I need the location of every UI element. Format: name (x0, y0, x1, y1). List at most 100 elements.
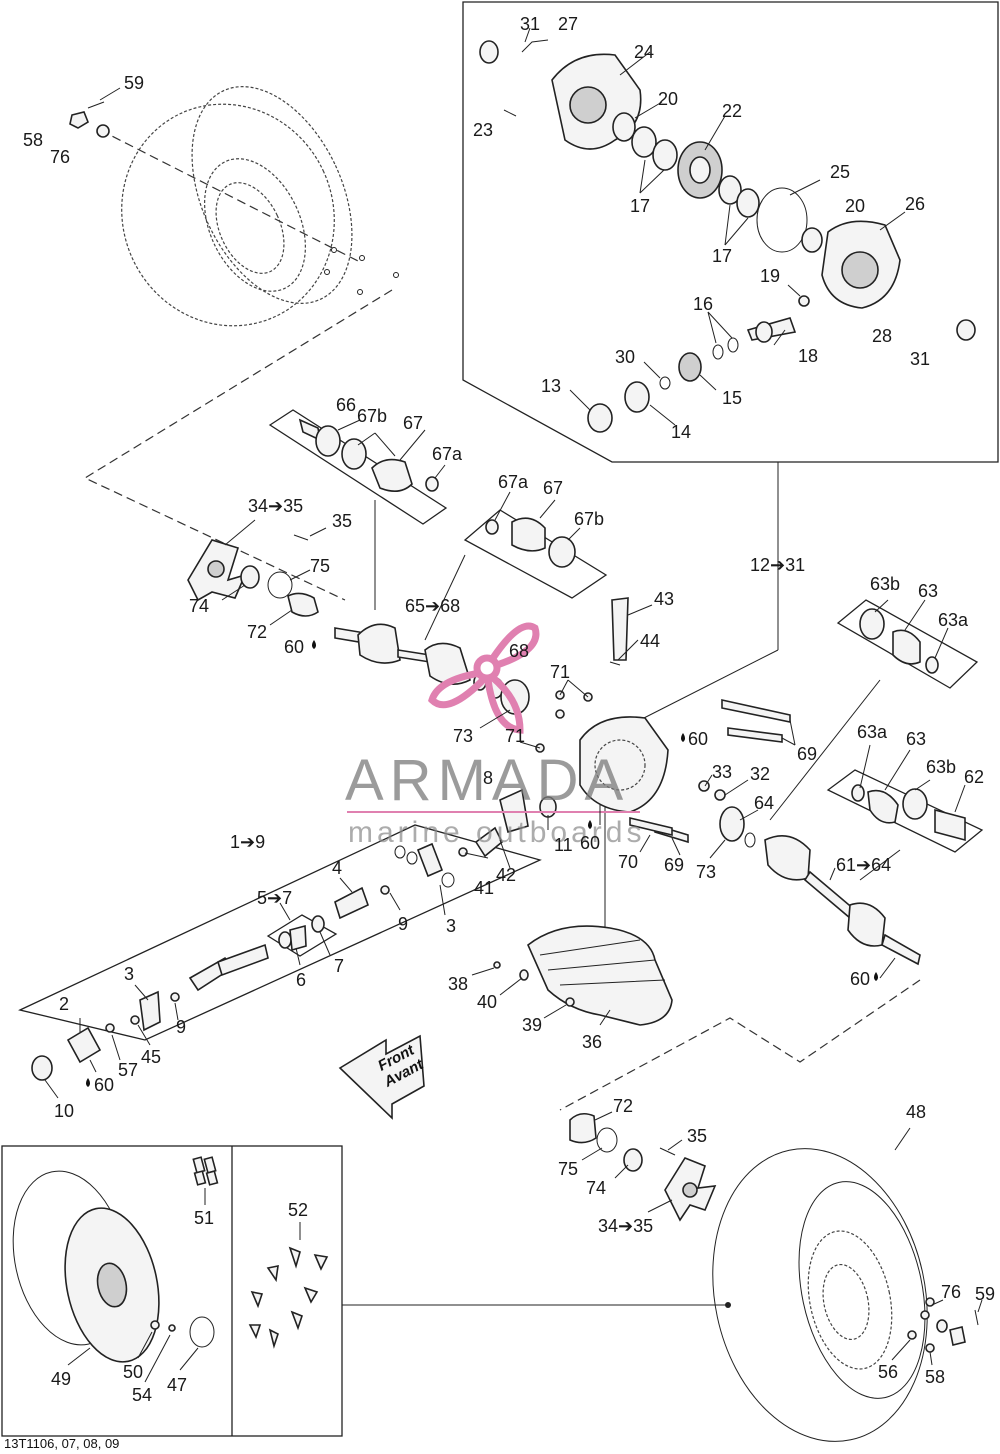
callout-67a: 67a (432, 444, 463, 464)
callout-67a: 67a (498, 472, 529, 492)
kit-bracket-66-67 (268, 409, 448, 525)
callout-76: 76 (941, 1282, 961, 1302)
callout-19: 19 (760, 266, 780, 286)
callout-40: 40 (477, 992, 497, 1012)
callout-60: 60 (580, 833, 600, 853)
callout-75: 75 (310, 556, 330, 576)
callout-1-9: 1➔9 (230, 832, 265, 852)
callout-8: 8 (483, 768, 493, 788)
callout-67b: 67b (574, 509, 604, 529)
callout-16: 16 (693, 294, 713, 314)
differential-inset-frame (462, 1, 999, 463)
callout-58: 58 (925, 1367, 945, 1387)
callout-74: 74 (189, 596, 209, 616)
differential-housing (821, 220, 901, 309)
callout-36: 36 (582, 1032, 602, 1052)
armada-watermark: ARMADA marine outboards (345, 622, 645, 849)
callout-50: 50 (123, 1362, 143, 1382)
callout-57: 57 (118, 1060, 138, 1080)
oil-drop-icon (874, 972, 878, 981)
callout-13: 13 (541, 376, 561, 396)
callout-27: 27 (558, 14, 578, 34)
lug-nut-top (69, 101, 110, 138)
callout-9: 9 (176, 1017, 186, 1037)
callout-63b: 63b (870, 574, 900, 594)
callout-11: 11 (554, 835, 573, 855)
callout-20: 20 (658, 89, 678, 109)
callout-35: 35 (332, 511, 352, 531)
callout-38: 38 (448, 974, 468, 994)
callout-47: 47 (167, 1375, 187, 1395)
wheel-clips (248, 1246, 329, 1349)
callout-60: 60 (284, 637, 304, 657)
callout-74: 74 (586, 1178, 606, 1198)
kit-bracket-5-7 (266, 914, 338, 957)
wheel-inset-frame (1, 1145, 343, 1437)
callout-17: 17 (712, 246, 732, 266)
callout-12-31: 12➔31 (750, 555, 805, 575)
callout-5-7: 5➔7 (257, 888, 292, 908)
callout-9: 9 (398, 914, 408, 934)
flange-right (664, 1157, 717, 1222)
callout-31: 31 (910, 349, 930, 369)
callout-15: 15 (722, 388, 742, 408)
callout-59: 59 (124, 73, 144, 93)
callout-73: 73 (453, 726, 473, 746)
diagram-reference-code: 13T1106, 07, 08, 09 (4, 1436, 119, 1451)
callout-4: 4 (332, 858, 342, 878)
oil-drop-icon (312, 640, 316, 649)
callout-30: 30 (615, 347, 635, 367)
callout-73: 73 (696, 862, 716, 882)
callout-43: 43 (654, 589, 674, 609)
callout-63b: 63b (926, 757, 956, 777)
kit-bracket-63-62 (826, 769, 984, 853)
rear-differential-gearbox (579, 716, 669, 813)
callout-61-64: 61➔64 (836, 855, 891, 875)
callout-66: 66 (336, 395, 356, 415)
callout-20: 20 (845, 196, 865, 216)
callout-63a: 63a (857, 722, 888, 742)
watermark-tagline: marine outboards (348, 816, 645, 849)
callout-64: 64 (754, 793, 774, 813)
callout-71: 71 (550, 662, 570, 682)
callout-76: 76 (50, 147, 70, 167)
skid-plate (527, 925, 673, 1026)
callout-69: 69 (797, 744, 817, 764)
callout-60: 60 (94, 1075, 114, 1095)
callout-65-68: 65➔68 (405, 596, 460, 616)
propeller-shaft (31, 885, 390, 1081)
callout-52: 52 (288, 1200, 308, 1220)
oil-drop-icon (86, 1078, 90, 1087)
callout-10: 10 (54, 1101, 74, 1121)
callout-31: 31 (520, 14, 540, 34)
callout-69: 69 (664, 855, 684, 875)
callout-25: 25 (830, 162, 850, 182)
callout-28: 28 (872, 326, 892, 346)
callout-44: 44 (640, 631, 660, 651)
kit-bracket-63 (836, 599, 979, 689)
callout-34-35: 34➔35 (248, 496, 303, 516)
callout-72: 72 (613, 1096, 633, 1116)
oil-drop-icon (588, 820, 592, 829)
oil-drop-icons (86, 640, 878, 1087)
callout-67: 67 (403, 413, 423, 433)
callout-labels: 31 27 24 20 23 22 17 25 20 26 17 19 16 2… (23, 14, 995, 1405)
kit-bracket-1-9 (18, 824, 542, 1041)
callout-24: 24 (634, 42, 654, 62)
callout-67: 67 (543, 478, 563, 498)
right-drive-axle (744, 832, 921, 966)
callout-59: 59 (975, 1284, 995, 1304)
callout-35: 35 (687, 1126, 707, 1146)
callout-56: 56 (878, 1362, 898, 1382)
ring-gear (677, 141, 723, 199)
wheel-rim (12, 1170, 160, 1363)
wheel-weights (192, 1156, 219, 1186)
callout-39: 39 (522, 1015, 542, 1035)
callout-26: 26 (905, 194, 925, 214)
callout-18: 18 (798, 346, 818, 366)
oil-drop-icon (681, 733, 685, 742)
callout-63: 63 (918, 581, 938, 601)
callout-48: 48 (906, 1102, 926, 1122)
callout-63: 63 (906, 729, 926, 749)
callout-41: 41 (474, 878, 494, 898)
